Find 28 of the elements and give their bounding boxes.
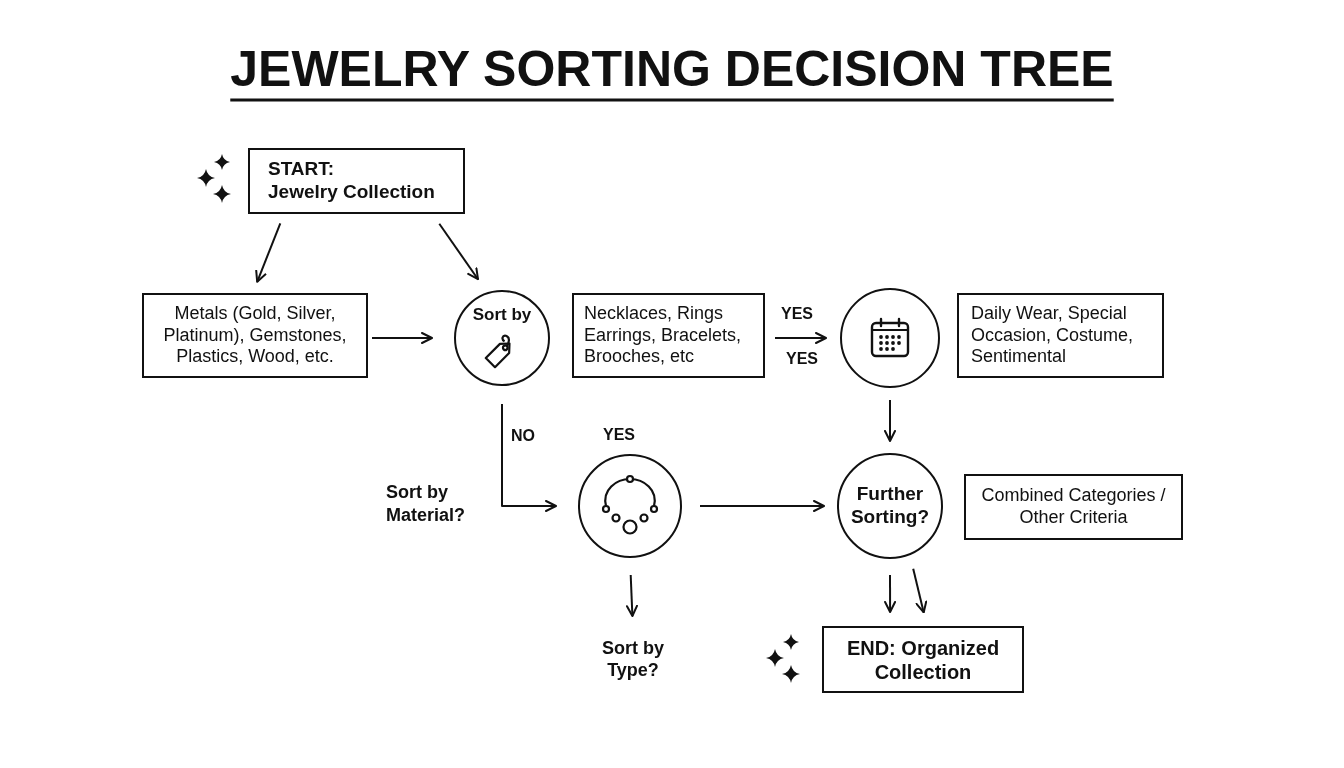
node-text: Sort by xyxy=(472,305,532,326)
start-box xyxy=(248,148,465,214)
arrow xyxy=(884,574,897,613)
process-box xyxy=(142,293,368,378)
node-text: Metals (Gold, Silver, Platinum), Gemstones, Plastics, Wood, etc. xyxy=(162,303,348,368)
arrow xyxy=(255,222,282,283)
arrow xyxy=(884,399,896,442)
arrow xyxy=(371,332,433,344)
process-box xyxy=(572,293,765,378)
process-box xyxy=(964,474,1183,540)
arrow xyxy=(774,332,827,344)
node-text: Further Sorting? xyxy=(849,483,931,529)
end-box xyxy=(822,626,1024,693)
title: JEWELRY SORTING DECISION TREE xyxy=(230,44,1114,94)
question-text: Sort by Material? xyxy=(386,481,467,526)
arrow xyxy=(912,567,928,614)
node-text: Daily Wear, Special Occasion, Costume, Sentimental xyxy=(971,303,1135,368)
node-text: END: Organized Collection xyxy=(845,635,1001,684)
question-text: Sort by Type? xyxy=(588,632,678,686)
node-text: START: xyxy=(268,158,336,181)
node-text: Necklaces, Rings Earrings, Bracelets, Brooches, etc xyxy=(584,303,743,368)
node-text: Jewelry Collection xyxy=(268,181,436,204)
arrow xyxy=(501,403,557,512)
arrow xyxy=(699,500,825,512)
node-text: Combined Categories / Other Criteria xyxy=(980,485,1167,529)
process-box xyxy=(957,293,1164,378)
arrow xyxy=(438,222,479,281)
arrow xyxy=(626,574,638,617)
